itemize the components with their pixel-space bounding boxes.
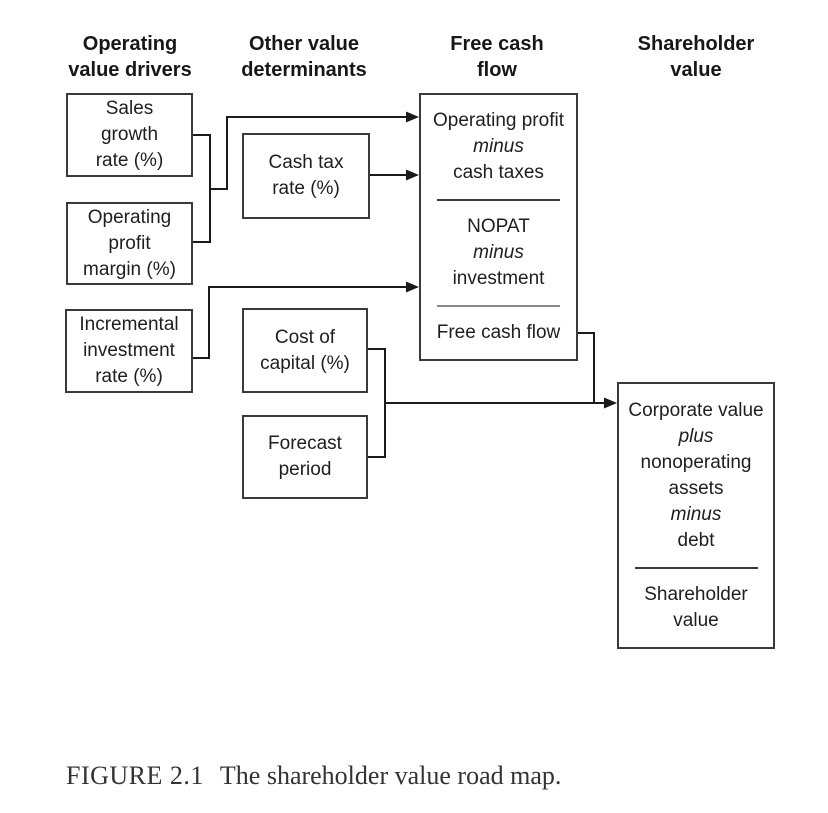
box-text-line: profit (108, 232, 151, 254)
figure-caption-text: The shareholder value road map. (219, 761, 562, 790)
box-text-line: nonoperating (640, 451, 752, 473)
column-header-shareholder-value: Shareholder value (616, 31, 776, 83)
figure-caption: FIGURE 2.1 The shareholder value road map… (66, 760, 786, 792)
box-text-line: margin (%) (83, 258, 176, 280)
box-text-line: Incremental (79, 314, 179, 335)
box-text-line: Forecast (268, 433, 342, 454)
box-text-line: investment (83, 340, 175, 361)
arrowhead-corporate-value (604, 397, 617, 409)
box-sales-growth-rate: Sales growth rate (%) (66, 93, 193, 177)
box-text-line-minus: minus (473, 242, 524, 263)
box-text-line: rate (%) (95, 366, 163, 387)
box-text-line: Shareholder (644, 583, 748, 605)
box-text-line: Operating profit (433, 110, 564, 131)
header-line: determinants (241, 59, 367, 81)
header-line: Operating (82, 33, 178, 55)
bracket-sales-and-margin (192, 134, 211, 243)
column-header-other-value-determinants: Other value determinants (224, 31, 384, 83)
arrowhead-cash-taxes (406, 169, 419, 181)
box-text-line: Free cash flow (436, 322, 561, 343)
column-header-operating-value-drivers: Operating value drivers (50, 31, 210, 83)
box-text-line: growth (100, 124, 159, 145)
box-text-line: Cost of (274, 326, 336, 348)
line-free-cash-flow-to-corporate-value (577, 332, 595, 404)
box-text-line: rate (%) (95, 150, 164, 171)
arrowhead-investment (406, 281, 419, 293)
header-line: Other value (248, 33, 360, 55)
box-text-line: value (673, 609, 719, 631)
box-text-line: cash taxes (453, 162, 544, 183)
arrowhead-operating-profit (406, 111, 419, 123)
box-text-line: Sales (105, 98, 154, 119)
header-line: Shareholder (637, 33, 755, 55)
box-operating-profit-margin: Operating profit margin (%) (66, 202, 193, 285)
header-line: flow (477, 59, 517, 81)
header-line: value drivers (68, 59, 192, 81)
bracket-cost-and-forecast (367, 348, 386, 458)
box-incremental-investment-rate: Incremental investment rate (%) (65, 309, 193, 393)
box-cost-of-capital: Cost of capital (%) (242, 308, 368, 393)
box-text-line: capital (%) (260, 352, 350, 374)
box-text-line: NOPAT (467, 216, 530, 237)
header-line: value (670, 59, 722, 81)
box-text-line: rate (%) (272, 178, 340, 199)
box-text-line-minus: minus (473, 136, 524, 157)
figure-caption-label: FIGURE 2.1 (66, 761, 204, 790)
box-text-line: period (278, 459, 332, 480)
box-free-cash-flow: Operating profit minus cash taxes NOPAT … (419, 93, 578, 361)
box-text-line: Cash tax (268, 152, 344, 173)
header-line: Free cash (450, 33, 544, 55)
box-text-line: Corporate value (628, 399, 764, 421)
box-text-line-minus: minus (670, 503, 722, 525)
box-cash-tax-rate: Cash tax rate (%) (242, 133, 370, 219)
box-forecast-period: Forecast period (242, 415, 368, 499)
column-header-free-cash-flow: Free cash flow (417, 31, 577, 83)
divider-rule (437, 305, 560, 307)
divider-rule (437, 199, 560, 201)
box-text-line: Operating (87, 206, 172, 228)
box-text-line: assets (668, 477, 724, 499)
box-shareholder-value: Corporate value plus nonoperating assets… (617, 382, 775, 649)
box-text-line-plus: plus (678, 425, 714, 447)
box-text-line: investment (452, 268, 545, 289)
box-text-line: debt (677, 529, 715, 551)
divider-rule (634, 566, 758, 569)
